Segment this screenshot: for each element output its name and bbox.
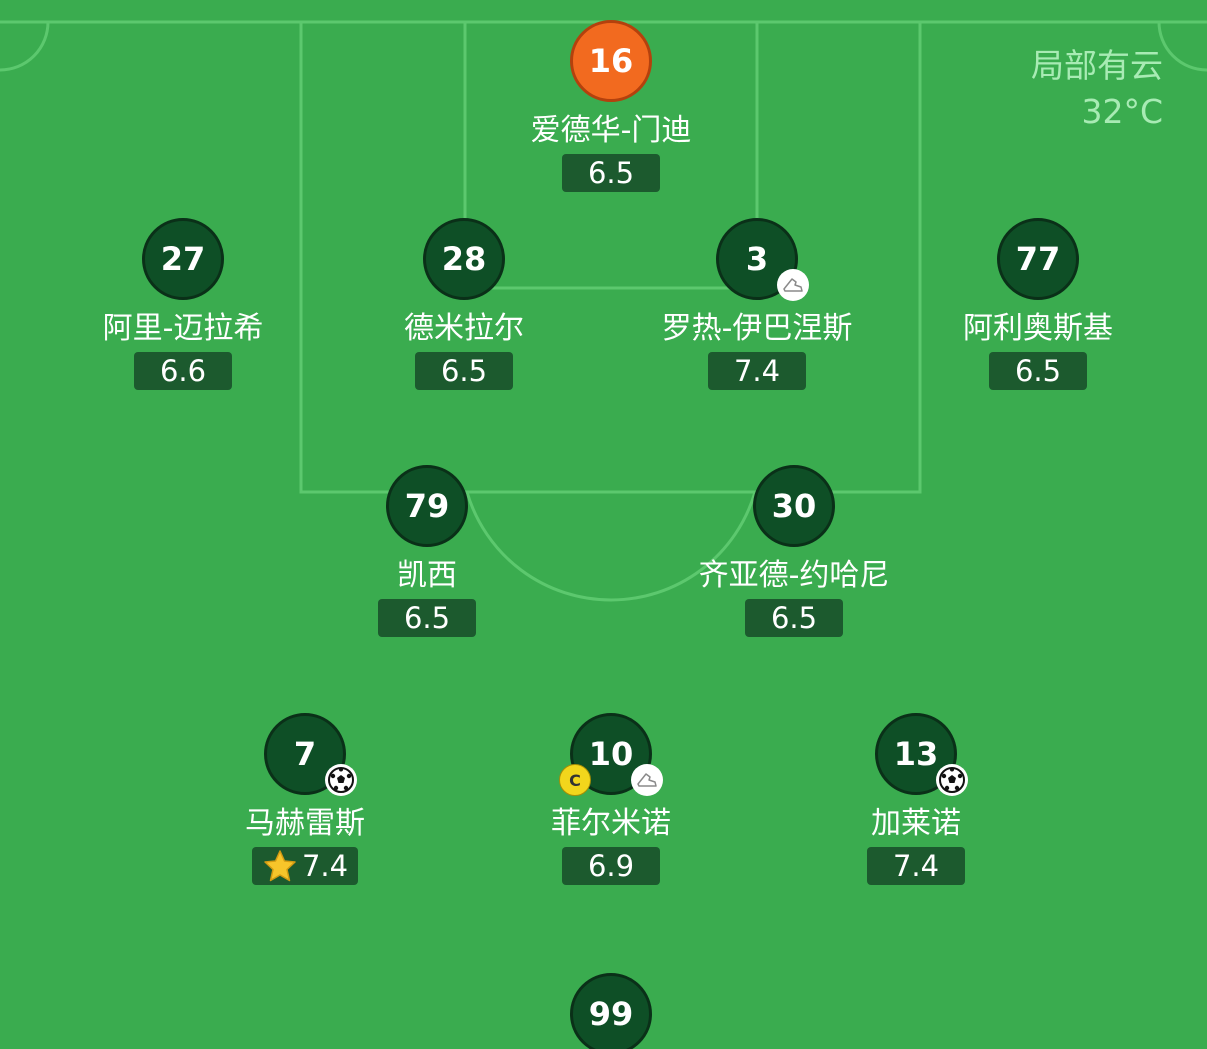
player-name: 马赫雷斯 xyxy=(245,806,365,841)
player-number-disc: 79 xyxy=(386,465,468,547)
rating-value: 6.5 xyxy=(770,601,818,635)
player-number: 99 xyxy=(588,995,634,1033)
player-number: 77 xyxy=(1015,240,1061,278)
player-number: 7 xyxy=(293,735,317,773)
player-name: 德米拉尔 xyxy=(404,311,524,346)
player-number: 28 xyxy=(441,240,487,278)
rating-value: 6.9 xyxy=(587,849,635,883)
player-number: 79 xyxy=(404,487,450,525)
player-number: 27 xyxy=(160,240,206,278)
player-card-13[interactable]: 13 加莱诺 7.4 xyxy=(786,713,1046,885)
player-rating: 7.4 xyxy=(708,352,806,390)
rating-value: 6.5 xyxy=(587,156,635,190)
player-card-28[interactable]: 28 德米拉尔 6.5 xyxy=(334,218,594,390)
player-card-30[interactable]: 30 齐亚德-约哈尼 6.5 xyxy=(664,465,924,637)
player-number-disc: 28 xyxy=(423,218,505,300)
player-number-disc: 10 C xyxy=(559,713,663,796)
rating-value: 6.6 xyxy=(159,354,207,388)
player-number-disc: 3 xyxy=(716,218,809,301)
player-rating: 7.4 xyxy=(251,847,359,885)
rating-value: 6.5 xyxy=(403,601,451,635)
player-card-27[interactable]: 27 阿里-迈拉希 6.6 xyxy=(53,218,313,390)
player-card-79[interactable]: 79 凯西 6.5 xyxy=(297,465,557,637)
player-rating: 6.6 xyxy=(134,352,232,390)
player-number-disc: 7 xyxy=(264,713,357,796)
player-rating: 6.9 xyxy=(562,847,660,885)
player-number: 30 xyxy=(771,487,817,525)
player-rating: 6.5 xyxy=(989,352,1087,390)
player-name: 凯西 xyxy=(397,558,457,593)
player-card-10[interactable]: 10 C 菲尔米诺 6.9 xyxy=(481,713,741,885)
rating-value: 6.5 xyxy=(440,354,488,388)
assist-boot-icon xyxy=(631,764,663,796)
player-card-77[interactable]: 77 阿利奥斯基 6.5 xyxy=(908,218,1168,390)
player-name: 齐亚德-约哈尼 xyxy=(698,558,890,593)
player-name: 加莱诺 xyxy=(871,806,961,841)
captain-badge: C xyxy=(559,764,591,796)
player-name: 阿利奥斯基 xyxy=(963,311,1113,346)
rating-value: 7.4 xyxy=(892,849,940,883)
player-rating: 6.5 xyxy=(415,352,513,390)
player-name: 爱德华-门迪 xyxy=(530,113,692,148)
player-number-disc: 99 xyxy=(570,973,652,1049)
player-number-disc: 13 xyxy=(875,713,968,796)
player-card-7[interactable]: 7 马赫雷斯 7.4 xyxy=(175,713,435,887)
weather-temperature: 32°C xyxy=(1081,92,1163,131)
player-number-disc: 27 xyxy=(142,218,224,300)
player-number: 10 xyxy=(588,735,634,773)
player-number: 3 xyxy=(745,240,769,278)
player-name: 罗热-伊巴涅斯 xyxy=(661,311,853,346)
player-rating: 6.5 xyxy=(745,599,843,637)
goal-ball-icon xyxy=(325,764,357,796)
player-number: 13 xyxy=(893,735,939,773)
rating-value: 7.4 xyxy=(301,849,349,883)
player-card-3[interactable]: 3 罗热-伊巴涅斯 7.4 xyxy=(627,218,887,390)
goal-ball-icon xyxy=(936,764,968,796)
player-name: 菲尔米诺 xyxy=(551,806,671,841)
weather-info: 局部有云 32°C xyxy=(1031,44,1163,136)
player-number-disc: 30 xyxy=(753,465,835,547)
player-card-99[interactable]: 99 xyxy=(481,973,741,1049)
player-rating: 6.5 xyxy=(562,154,660,192)
rating-value: 6.5 xyxy=(1014,354,1062,388)
player-card-16[interactable]: 16 爱德华-门迪 6.5 xyxy=(481,20,741,192)
player-number-disc: 77 xyxy=(997,218,1079,300)
star-icon xyxy=(262,849,298,883)
player-rating: 6.5 xyxy=(378,599,476,637)
player-number-disc: 16 xyxy=(570,20,652,102)
player-name: 阿里-迈拉希 xyxy=(102,311,264,346)
player-rating: 7.4 xyxy=(867,847,965,885)
weather-condition: 局部有云 xyxy=(1031,46,1163,85)
assist-boot-icon xyxy=(777,269,809,301)
rating-value: 7.4 xyxy=(733,354,781,388)
player-number: 16 xyxy=(588,42,634,80)
